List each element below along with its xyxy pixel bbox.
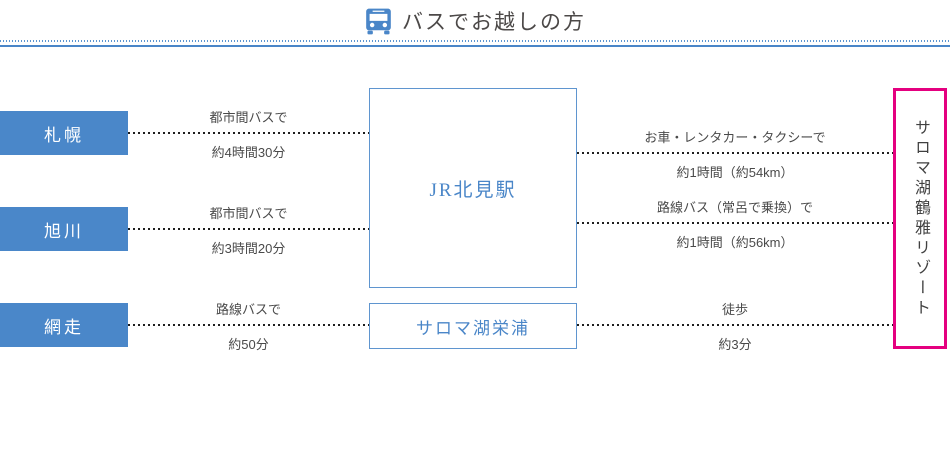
route-dotted-line xyxy=(577,152,893,154)
route-dotted-line xyxy=(128,132,369,134)
hub-label: サロマ湖栄浦 xyxy=(416,318,530,338)
route-method-label: お車・レンタカー・タクシーで xyxy=(644,130,826,145)
route-method-label: 都市間バスで xyxy=(209,110,288,125)
page-title: バスでお越しの方 xyxy=(402,10,586,34)
route-method-label: 路線バス（常呂で乗換）で xyxy=(656,200,813,215)
route-method-label: 徒歩 xyxy=(721,302,748,317)
bus-icon xyxy=(364,8,393,35)
route-dotted-line xyxy=(577,324,893,326)
route-method-label: 都市間バスで xyxy=(209,206,288,221)
route-duration-label: 約1時間（約56km） xyxy=(676,235,794,250)
header: バスでお越しの方 xyxy=(0,5,950,37)
destination-box-saroma-lake-tsuruga-resort: サロマ湖鶴雅リゾート xyxy=(893,88,947,349)
origin-label: 札幌 xyxy=(44,125,84,145)
route-duration-label: 約4時間30分 xyxy=(211,145,286,160)
origin-box-sapporo: 札幌 xyxy=(0,111,128,155)
origin-box-abashiri: 網走 xyxy=(0,303,128,347)
divider-dotted-line xyxy=(0,40,950,42)
route-duration-label: 約3分 xyxy=(718,337,752,352)
route-dotted-line xyxy=(128,324,369,326)
origin-label: 旭川 xyxy=(44,221,84,241)
route-dotted-line xyxy=(577,222,893,224)
route-method-label: 路線バスで xyxy=(215,302,281,317)
destination-label: サロマ湖鶴雅リゾート xyxy=(912,118,929,319)
route-dotted-line xyxy=(128,228,369,230)
hub-label: JR北見駅 xyxy=(429,179,517,201)
divider-solid-line xyxy=(0,45,950,47)
route-duration-label: 約1時間（約54km） xyxy=(676,165,794,180)
hub-box-saromako-sakaeura: サロマ湖栄浦 xyxy=(369,303,577,349)
route-duration-label: 約50分 xyxy=(228,337,269,352)
hub-box-jr-kitami-station: JR北見駅 xyxy=(369,88,577,288)
origin-label: 網走 xyxy=(44,317,84,337)
route-duration-label: 約3時間20分 xyxy=(211,241,286,256)
origin-box-asahikawa: 旭川 xyxy=(0,207,128,251)
